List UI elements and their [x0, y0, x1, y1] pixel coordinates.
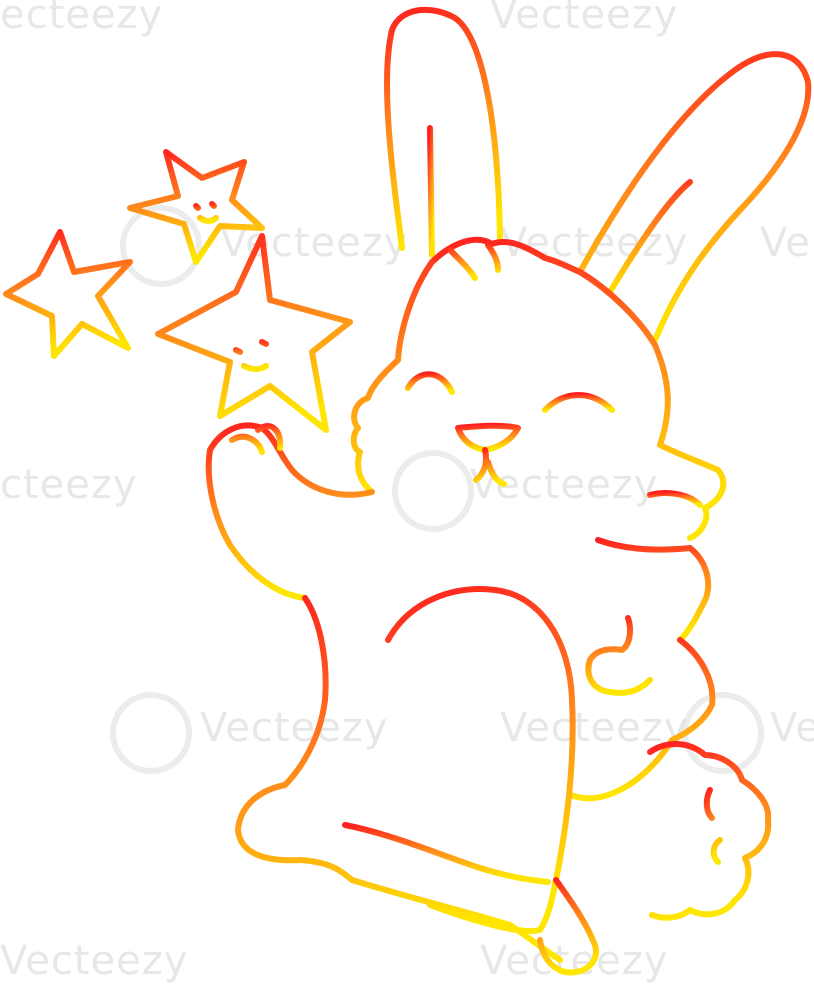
star-small-icon: [3, 229, 133, 359]
right-ear-inner: [607, 179, 693, 295]
watermark-text: Vecteezy: [500, 705, 689, 751]
tail-icon: [647, 741, 772, 921]
hind-leg: [385, 586, 576, 934]
watermark-text: Ve: [760, 220, 811, 266]
star-medium-icon: [127, 149, 265, 265]
body-right-outline: [567, 637, 716, 802]
hind-leg-seam: [342, 822, 551, 885]
watermark-text: Vecteezy: [490, 0, 679, 38]
tail-fur: [703, 787, 723, 865]
foot: [537, 877, 599, 976]
right-ear: [577, 51, 812, 343]
mouth-icon: [473, 447, 507, 487]
left-ear: [384, 6, 503, 251]
watermark-logo-icon: [392, 450, 474, 532]
nose-icon: [455, 422, 521, 453]
left-eye-icon: [405, 371, 455, 395]
cheek-fur: [647, 490, 703, 508]
body-left-outline: [235, 595, 563, 963]
chest-line: [595, 537, 712, 643]
watermark-logo-icon: [110, 692, 192, 774]
front-paw: [585, 615, 653, 696]
watermark-text: ecteezy: [0, 0, 164, 38]
head-left-side: [350, 259, 435, 495]
raised-arm: [205, 422, 375, 601]
watermark-text: Vecteezy: [0, 938, 189, 984]
star-large-icon: [155, 233, 353, 433]
watermark-logo-icon: [120, 205, 202, 287]
right-eye-icon: [542, 392, 615, 413]
star-medium-face: [193, 201, 219, 224]
watermark-text: Ve: [770, 705, 814, 751]
watermark-text: cteezy: [0, 462, 138, 508]
watermark-text: Vecteezy: [200, 705, 389, 751]
head-fur-tuft: [447, 242, 501, 281]
head-outline: [429, 236, 727, 541]
watermark-text: Vecteezy: [480, 938, 669, 984]
left-ear-inner: [427, 125, 435, 258]
raised-paw-fingers: [229, 423, 284, 455]
star-large-face: [233, 339, 269, 372]
